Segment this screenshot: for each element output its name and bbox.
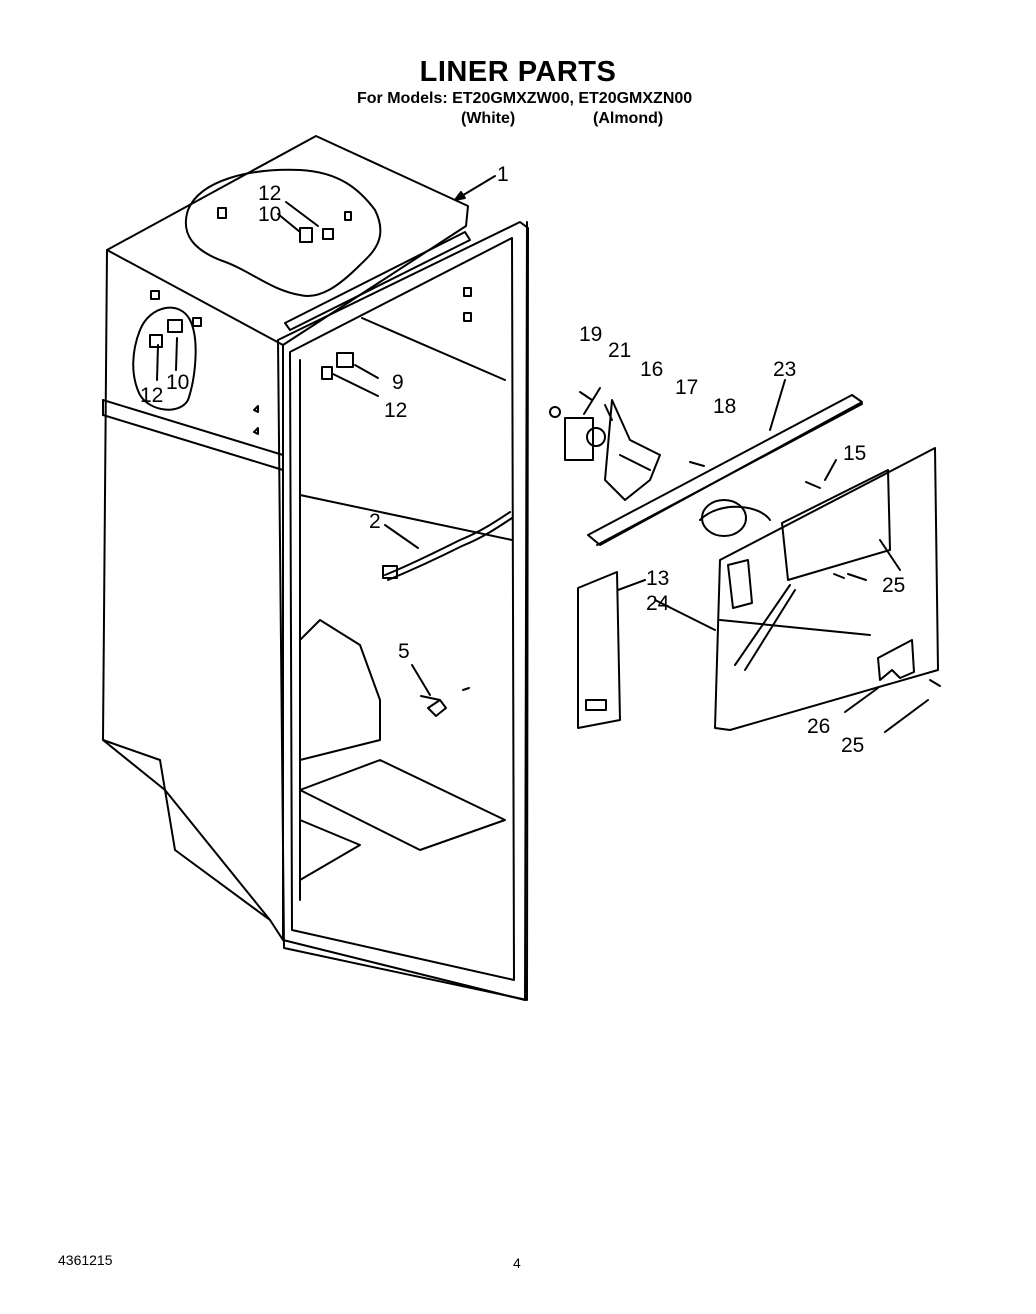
callout-1: 1 <box>497 163 509 186</box>
callout-labels: 1 12 10 12 10 9 12 2 5 19 21 16 17 18 23… <box>140 163 905 757</box>
wire-harness <box>382 511 513 581</box>
models-subtitle: For Models: ET20GMXZW00, ET20GMXZN00 <box>357 90 693 107</box>
callout-25-lower: 25 <box>841 734 864 757</box>
callout-16: 16 <box>640 358 663 381</box>
fan-motor-assembly <box>549 387 705 501</box>
color-white-label: (White) <box>461 110 516 127</box>
callout-15: 15 <box>843 442 866 465</box>
top-cutaway-detail <box>184 168 382 297</box>
callout-12-side: 12 <box>140 384 163 407</box>
shelf-support-clips <box>321 352 379 397</box>
callout-12-top: 12 <box>258 182 281 205</box>
callout-13: 13 <box>646 567 669 590</box>
document-number: 4361215 <box>58 1252 113 1268</box>
evaporator-cover <box>654 447 939 731</box>
callout-19: 19 <box>579 323 602 346</box>
screw-fasteners <box>805 459 867 581</box>
callout-18: 18 <box>713 395 736 418</box>
liner-cabinet <box>102 135 529 1001</box>
callout-5: 5 <box>398 640 410 663</box>
callout-17: 17 <box>675 376 698 399</box>
callout-9: 9 <box>392 371 404 394</box>
callout-26: 26 <box>807 715 830 738</box>
callout-21: 21 <box>608 339 631 362</box>
callout-10-side: 10 <box>166 371 189 394</box>
mounting-bracket <box>844 639 941 733</box>
callout-12-inner: 12 <box>384 399 407 422</box>
page-title: LINER PARTS <box>419 56 617 88</box>
callout-25-upper: 25 <box>882 574 905 597</box>
callout-23: 23 <box>773 358 796 381</box>
callout-10-top: 10 <box>258 203 281 226</box>
callout-2: 2 <box>369 510 381 533</box>
mullion-panel <box>577 571 646 729</box>
light-socket <box>411 664 470 717</box>
callout-24: 24 <box>646 592 670 615</box>
page-number: 4 <box>513 1255 521 1271</box>
color-almond-label: (Almond) <box>593 110 664 127</box>
air-grille <box>587 379 863 546</box>
side-cutaway-detail <box>132 306 197 411</box>
